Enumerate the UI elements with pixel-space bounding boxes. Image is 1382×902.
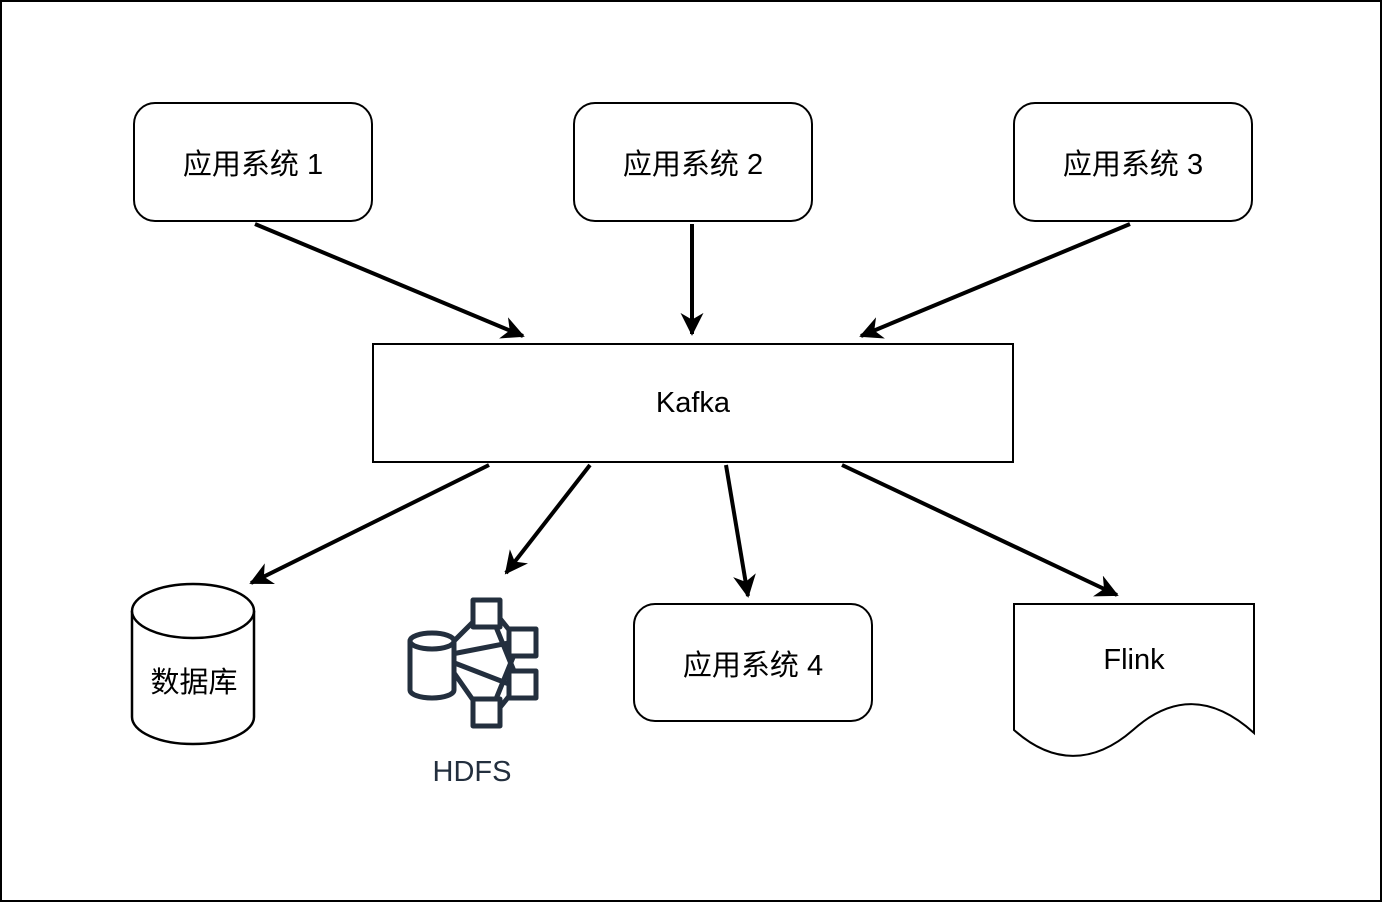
edge-kafka-to-database: [249, 463, 490, 585]
flink-label: Flink: [1103, 643, 1165, 676]
node-kafka: Kafka: [372, 343, 1014, 463]
edge-kafka-to-app4: [724, 464, 756, 598]
edge-app3-to-kafka: [859, 222, 1131, 339]
edge-kafka-to-flink: [841, 463, 1119, 597]
node-app-system-3: 应用系统 3: [1013, 102, 1253, 222]
diagram-edges: [249, 222, 1131, 598]
node-app-system-4: 应用系统 4: [633, 603, 873, 722]
flink-document-shape: [1013, 603, 1255, 757]
database-label: 数据库: [150, 667, 238, 699]
node-app-system-2: 应用系统 2: [573, 102, 813, 222]
hdfs-icon: [407, 597, 539, 729]
hdfs-label: HDFS: [432, 755, 512, 788]
edge-app1-to-kafka: [254, 222, 525, 339]
edge-kafka-to-hdfs: [504, 463, 592, 575]
database-cylinder-shape: [130, 582, 256, 746]
node-app-system-1: 应用系统 1: [133, 102, 373, 222]
